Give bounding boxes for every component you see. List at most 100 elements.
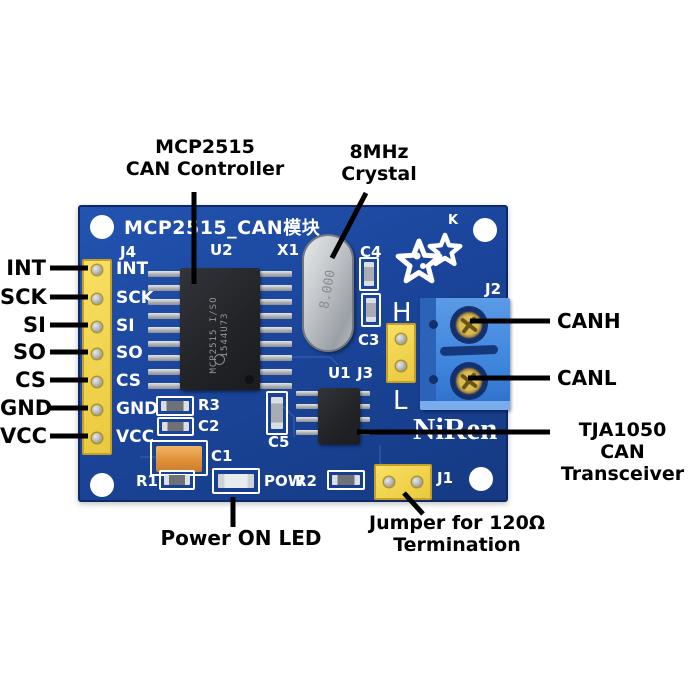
terminal-gap — [439, 344, 499, 357]
board-title-suffix: 模块 — [283, 218, 321, 239]
microchip-logo-icon — [214, 354, 225, 365]
label-canl: CANL — [557, 366, 617, 390]
silk-c3: C3 — [358, 331, 380, 349]
header-pin — [92, 377, 102, 387]
silk-j3: J3 — [357, 364, 374, 382]
u2-lead — [260, 313, 292, 319]
jumper-j1 — [374, 464, 432, 500]
jumper-pin — [396, 334, 406, 344]
res-r3 — [156, 396, 194, 416]
silk-pin-gnd: GND — [116, 399, 159, 419]
silk-r3: R3 — [198, 396, 220, 414]
silk-x1: X1 — [277, 241, 300, 259]
label-power-on-led: Power ON LED — [160, 526, 322, 550]
cap-c5 — [266, 391, 288, 435]
label-mcp2515-controller: MCP2515 CAN Controller — [125, 136, 285, 180]
chip-u2-marking: MCP2515 I/SO 1544U73 — [209, 296, 230, 374]
u2-lead — [260, 383, 292, 389]
label-pin-gnd: GND — [0, 396, 53, 420]
u2-lead — [260, 355, 292, 361]
terminal-hole — [429, 375, 438, 384]
u2-lead — [260, 285, 292, 291]
u2-lead — [148, 383, 180, 389]
label-jumper-termination: Jumper for 120Ω Termination — [369, 512, 545, 556]
u2-lead — [260, 327, 292, 333]
u1-lead — [296, 417, 318, 422]
silk-r2: R2 — [295, 472, 317, 490]
logo-star-icon — [395, 232, 463, 284]
terminal-screw-canl — [450, 362, 488, 400]
label-pin-sck: SCK — [0, 285, 47, 309]
u2-lead — [148, 299, 180, 305]
label-pin-cs: CS — [15, 368, 46, 392]
silk-pow: POW — [264, 472, 305, 490]
u2-lead — [148, 271, 180, 277]
label-canh: CANH — [557, 309, 621, 333]
silk-u1: U1 — [328, 364, 351, 382]
silk-u2: U2 — [210, 241, 233, 259]
mount-hole-bottom-right — [469, 467, 493, 491]
silk-j4: J4 — [120, 243, 137, 261]
board-title: MCP2515_CAN模块 — [124, 214, 320, 240]
cap-c3 — [361, 293, 381, 327]
header-pin — [92, 349, 102, 359]
power-led — [212, 468, 260, 494]
u1-lead — [296, 430, 318, 435]
chip-u2-mcp2515: MCP2515 I/SO 1544U73 — [180, 268, 260, 390]
u2-lead — [260, 341, 292, 347]
u2-lead — [148, 355, 180, 361]
label-tja1050-transceiver: TJA1050 CAN Transceiver — [560, 419, 685, 485]
board-title-text: MCP2515_CAN — [124, 217, 284, 239]
u2-lead — [260, 299, 292, 305]
u1-lead — [360, 391, 370, 396]
jumper-j3 — [386, 323, 416, 383]
header-pin — [92, 265, 102, 275]
brand-text: NiRen — [413, 411, 498, 446]
res-r1 — [159, 470, 195, 490]
mount-hole-top-left — [90, 215, 114, 239]
u1-lead — [360, 430, 370, 435]
label-pin-si: SI — [23, 313, 46, 337]
silk-c2: C2 — [198, 417, 220, 435]
mount-hole-bottom-left — [90, 473, 114, 497]
header-pin — [92, 433, 102, 443]
u2-lead — [260, 369, 292, 375]
u1-lead — [296, 391, 318, 396]
u2-lead — [148, 285, 180, 291]
chip-pin1-dot — [245, 375, 254, 384]
jumper-pin — [396, 361, 406, 371]
u1-lead — [296, 404, 318, 409]
jumper-pin — [412, 477, 422, 487]
cap-c1 — [150, 440, 208, 476]
crystal-x1: 8.000 — [302, 234, 354, 352]
corner-mark: K — [448, 213, 459, 228]
terminal-screw-canh — [450, 306, 488, 344]
mount-hole-top-right — [473, 218, 497, 242]
silk-c5: C5 — [268, 433, 290, 451]
jumper-pin — [384, 477, 394, 487]
pcb-board: MCP2515_CAN模块 K J4 U2 X1 INT SCK SI SO C… — [78, 205, 510, 502]
chip-u1-tja1050 — [318, 388, 360, 444]
u1-lead — [360, 404, 370, 409]
crystal-marking: 8.000 — [317, 268, 339, 311]
u2-lead — [148, 327, 180, 333]
u1-lead — [360, 417, 370, 422]
label-pin-int: INT — [6, 256, 46, 280]
silk-pin-vcc: VCC — [116, 427, 155, 447]
screw-terminal-j2 — [420, 298, 510, 410]
silk-pin-so: SO — [116, 343, 143, 363]
label-pin-so: SO — [13, 340, 46, 364]
cap-c2 — [157, 417, 194, 436]
silk-j1: J1 — [437, 469, 454, 487]
silk-r1: R1 — [136, 472, 158, 490]
silk-l: L — [393, 386, 408, 416]
header-pin — [92, 405, 102, 415]
header-pin — [92, 322, 102, 332]
silk-pin-sck: SCK — [116, 288, 154, 308]
terminal-hole — [429, 320, 438, 329]
label-8mhz-crystal: 8MHz Crystal — [341, 141, 417, 185]
silk-j2: J2 — [485, 280, 502, 298]
label-pin-vcc: VCC — [0, 424, 48, 448]
u2-lead — [148, 313, 180, 319]
